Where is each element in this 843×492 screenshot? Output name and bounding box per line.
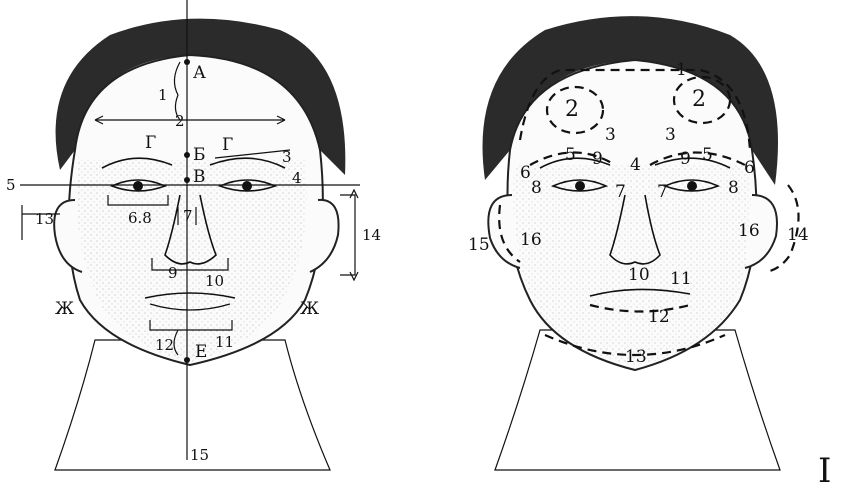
label-B: Б	[193, 145, 206, 165]
label-Zh-left: Ж	[55, 299, 74, 319]
label-9: 9	[168, 264, 178, 282]
left-point-v	[184, 177, 190, 183]
label-12: 12	[155, 336, 174, 354]
r-label-7-right: 7	[657, 182, 668, 202]
plate-number: I	[818, 451, 831, 488]
r-label-16-left: 16	[520, 230, 542, 250]
r-label-13: 13	[625, 347, 647, 367]
label-G-left: Г	[145, 133, 156, 153]
r-label-3-left: 3	[605, 125, 616, 145]
r-label-14: 14	[787, 225, 809, 245]
r-label-15: 15	[468, 235, 490, 255]
left-point-a	[184, 59, 190, 65]
left-pupil-l	[133, 181, 143, 191]
label-3: 3	[282, 148, 292, 166]
r-label-9-left: 9	[592, 149, 603, 169]
r-label-3-right: 3	[665, 125, 676, 145]
label-13: 13	[35, 210, 54, 228]
r-label-11: 11	[670, 269, 692, 289]
left-bracket-14-arrows	[350, 190, 358, 280]
r-label-8-left: 8	[531, 178, 542, 198]
r-label-5-left: 5	[565, 145, 576, 165]
r-label-16-right: 16	[738, 221, 760, 241]
r-label-10: 10	[628, 265, 650, 285]
label-2: 2	[175, 112, 185, 130]
r-label-12: 12	[648, 307, 670, 327]
label-5: 5	[6, 176, 16, 194]
label-A: А	[193, 63, 206, 83]
label-14: 14	[362, 226, 381, 244]
label-4: 4	[292, 169, 302, 187]
label-Zh-right: Ж	[300, 299, 319, 319]
label-1: 1	[158, 86, 168, 104]
r-label-1: 1	[676, 60, 687, 80]
left-bracket-14	[340, 195, 355, 275]
left-point-e	[184, 357, 190, 363]
right-face: 1 2 2 3 3 4 5 5 6 6 7 7 8 8 9 9 10 11 12…	[468, 16, 809, 470]
r-label-6-right: 6	[744, 158, 755, 178]
r-label-8-right: 8	[728, 178, 739, 198]
r-label-5-right: 5	[702, 145, 713, 165]
r-label-7-left: 7	[615, 182, 626, 202]
label-11: 11	[215, 333, 234, 351]
r-label-2-right: 2	[692, 87, 706, 112]
left-face: А Б В Г Г Е Ж Ж 1 2 3 4 5 6.8 7 9 10 11 …	[6, 0, 381, 470]
r-label-9-right: 9	[680, 149, 691, 169]
label-15: 15	[190, 446, 209, 464]
label-6-8: 6.8	[128, 209, 152, 227]
label-E: Е	[195, 342, 207, 362]
label-7: 7	[183, 207, 193, 225]
r-label-6-left: 6	[520, 163, 531, 183]
left-point-b	[184, 152, 190, 158]
r-label-2-left: 2	[565, 97, 579, 122]
right-pupil-l	[575, 181, 585, 191]
label-10: 10	[205, 272, 224, 290]
left-pupil-r	[242, 181, 252, 191]
label-V: В	[193, 167, 206, 187]
right-pupil-r	[687, 181, 697, 191]
r-label-4: 4	[630, 155, 641, 175]
label-G-right: Г	[222, 135, 233, 155]
